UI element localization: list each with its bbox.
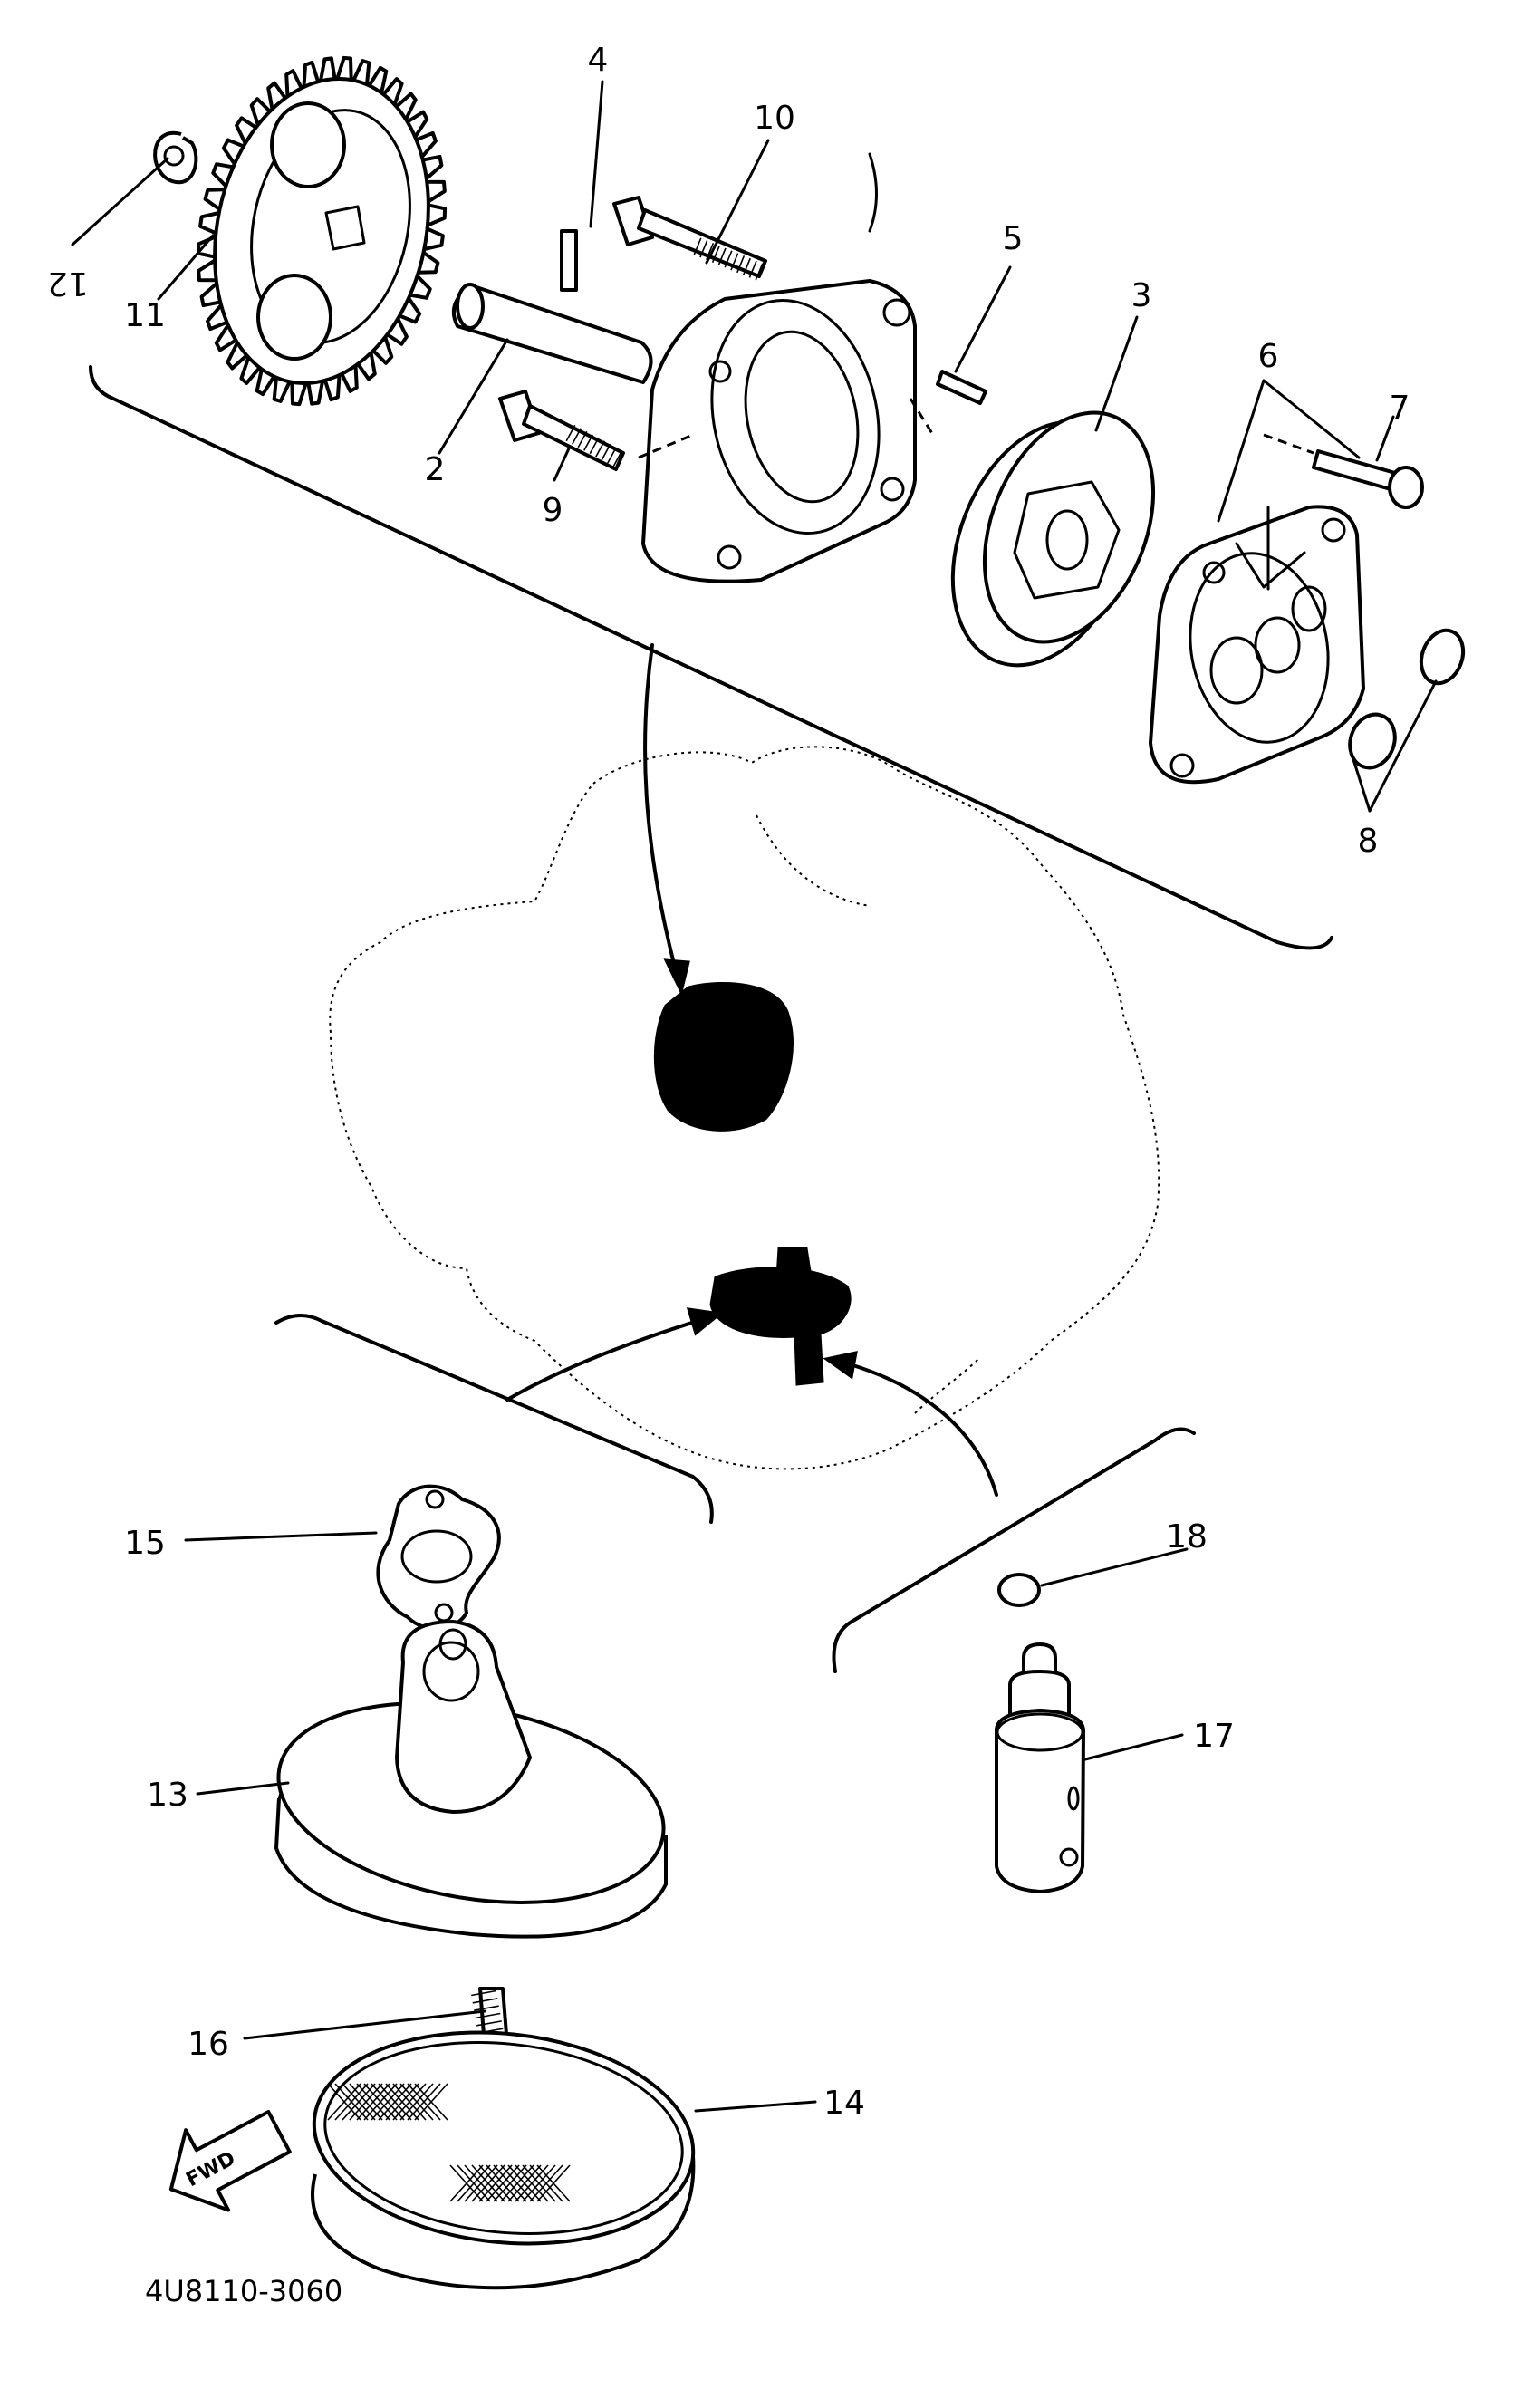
strainer-mount-location <box>709 1247 852 1386</box>
pump-rotor <box>950 410 1156 668</box>
o-rings <box>1348 628 1466 770</box>
callout-12: 12 <box>47 265 89 302</box>
screw-7 <box>1263 433 1424 509</box>
pump-housing <box>638 279 935 583</box>
callout-labels: 4 10 5 3 6 7 8 9 2 12 11 15 13 16 14 17 … <box>47 42 1410 2122</box>
dowel-pin-5 <box>936 370 987 405</box>
callout-16: 16 <box>188 2026 229 2063</box>
lower-right-leader-arrow <box>823 1351 998 1497</box>
forward-direction-arrow: FWD <box>168 2110 292 2212</box>
lower-left-panel-outline <box>274 1314 714 1524</box>
pump-shaft <box>452 283 653 384</box>
strainer-housing <box>274 1620 668 1939</box>
callout-5: 5 <box>1003 220 1024 257</box>
callout-14: 14 <box>823 2085 865 2122</box>
engine-outline-phantom <box>329 746 1160 1470</box>
callout-11: 11 <box>124 297 166 334</box>
diagram-code: 4U8110-3060 <box>145 2274 342 2308</box>
callout-7: 7 <box>1390 390 1410 427</box>
callout-13: 13 <box>147 1777 188 1814</box>
pump-mount-location <box>653 982 794 1132</box>
circlip <box>153 130 198 185</box>
callout-4: 4 <box>588 42 609 79</box>
callout-9: 9 <box>543 492 563 529</box>
upper-leader-arrow <box>643 643 690 997</box>
callout-3: 3 <box>1131 277 1152 314</box>
upper-panel-outline <box>89 152 1333 950</box>
oil-pump-drive-gear <box>196 55 448 407</box>
screen-mesh <box>449 2164 571 2202</box>
lower-left-leader-arrow <box>505 1307 724 1402</box>
screen-mesh <box>327 2083 448 2121</box>
bolt-9 <box>498 390 625 471</box>
callout-18: 18 <box>1166 1518 1208 1556</box>
relief-valve <box>995 1642 1085 1893</box>
callout-15: 15 <box>124 1525 166 1562</box>
callout-8: 8 <box>1358 823 1379 860</box>
strainer-screen <box>311 2030 696 2290</box>
dowel-pin-4 <box>560 229 578 292</box>
pump-cover <box>1149 505 1365 785</box>
lower-right-panel-outline <box>832 1427 1196 1673</box>
strainer-gasket <box>376 1484 501 1631</box>
callout-2: 2 <box>425 451 446 488</box>
callout-17: 17 <box>1193 1718 1235 1755</box>
callout-6: 6 <box>1258 338 1279 375</box>
relief-valve-o-ring <box>997 1573 1041 1607</box>
callout-10: 10 <box>754 100 795 137</box>
leader-lines <box>71 80 1438 2113</box>
bolt-10 <box>612 196 767 281</box>
